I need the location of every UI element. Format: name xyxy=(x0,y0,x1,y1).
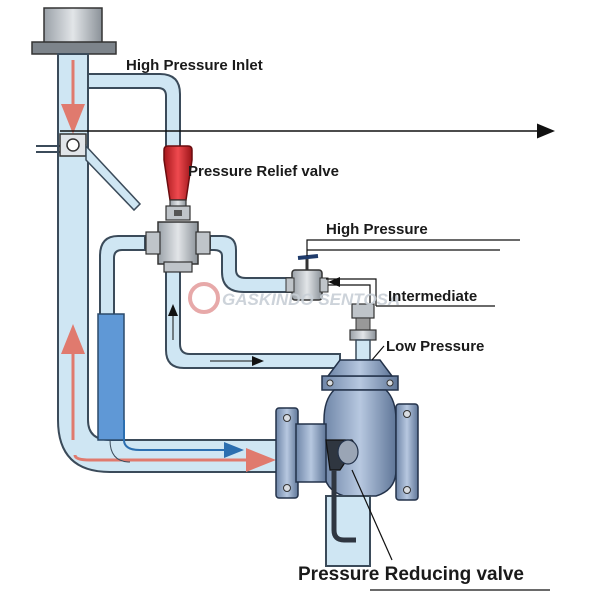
diagonal-support xyxy=(85,144,142,212)
junction-fitting xyxy=(59,133,87,157)
label-pressure-relief-valve: Pressure Relief valve xyxy=(188,163,339,180)
relief-return-pipe xyxy=(99,235,146,321)
watermark-text: GASKINDO SENTOSA xyxy=(222,290,400,309)
label-high-pressure: High Pressure xyxy=(326,221,428,238)
low-pressure-leader xyxy=(371,345,385,361)
label-low-pressure: Low Pressure xyxy=(386,338,484,355)
pressure-relief-valve-icon xyxy=(145,145,211,273)
label-high-pressure-inlet: High Pressure Inlet xyxy=(126,57,263,74)
label-intermediate: Intermediate xyxy=(388,288,477,305)
intermediate-line xyxy=(328,284,371,306)
high-pressure-pipe xyxy=(209,235,297,293)
reducing-valve-leader xyxy=(351,469,393,561)
high-pressure-outlet-line xyxy=(306,239,520,256)
needle-valve-icon xyxy=(349,303,377,361)
inlet-cap xyxy=(31,7,117,55)
label-pressure-reducing-valve: Pressure Reducing valve xyxy=(298,564,524,585)
pressure-reducing-valve-icon xyxy=(275,359,419,567)
collector-column xyxy=(97,313,125,441)
watermark-logo: GASKINDO SENTOSA xyxy=(188,282,400,314)
ball-valve-icon xyxy=(285,254,329,301)
low-pressure-return-pipe xyxy=(165,265,341,369)
